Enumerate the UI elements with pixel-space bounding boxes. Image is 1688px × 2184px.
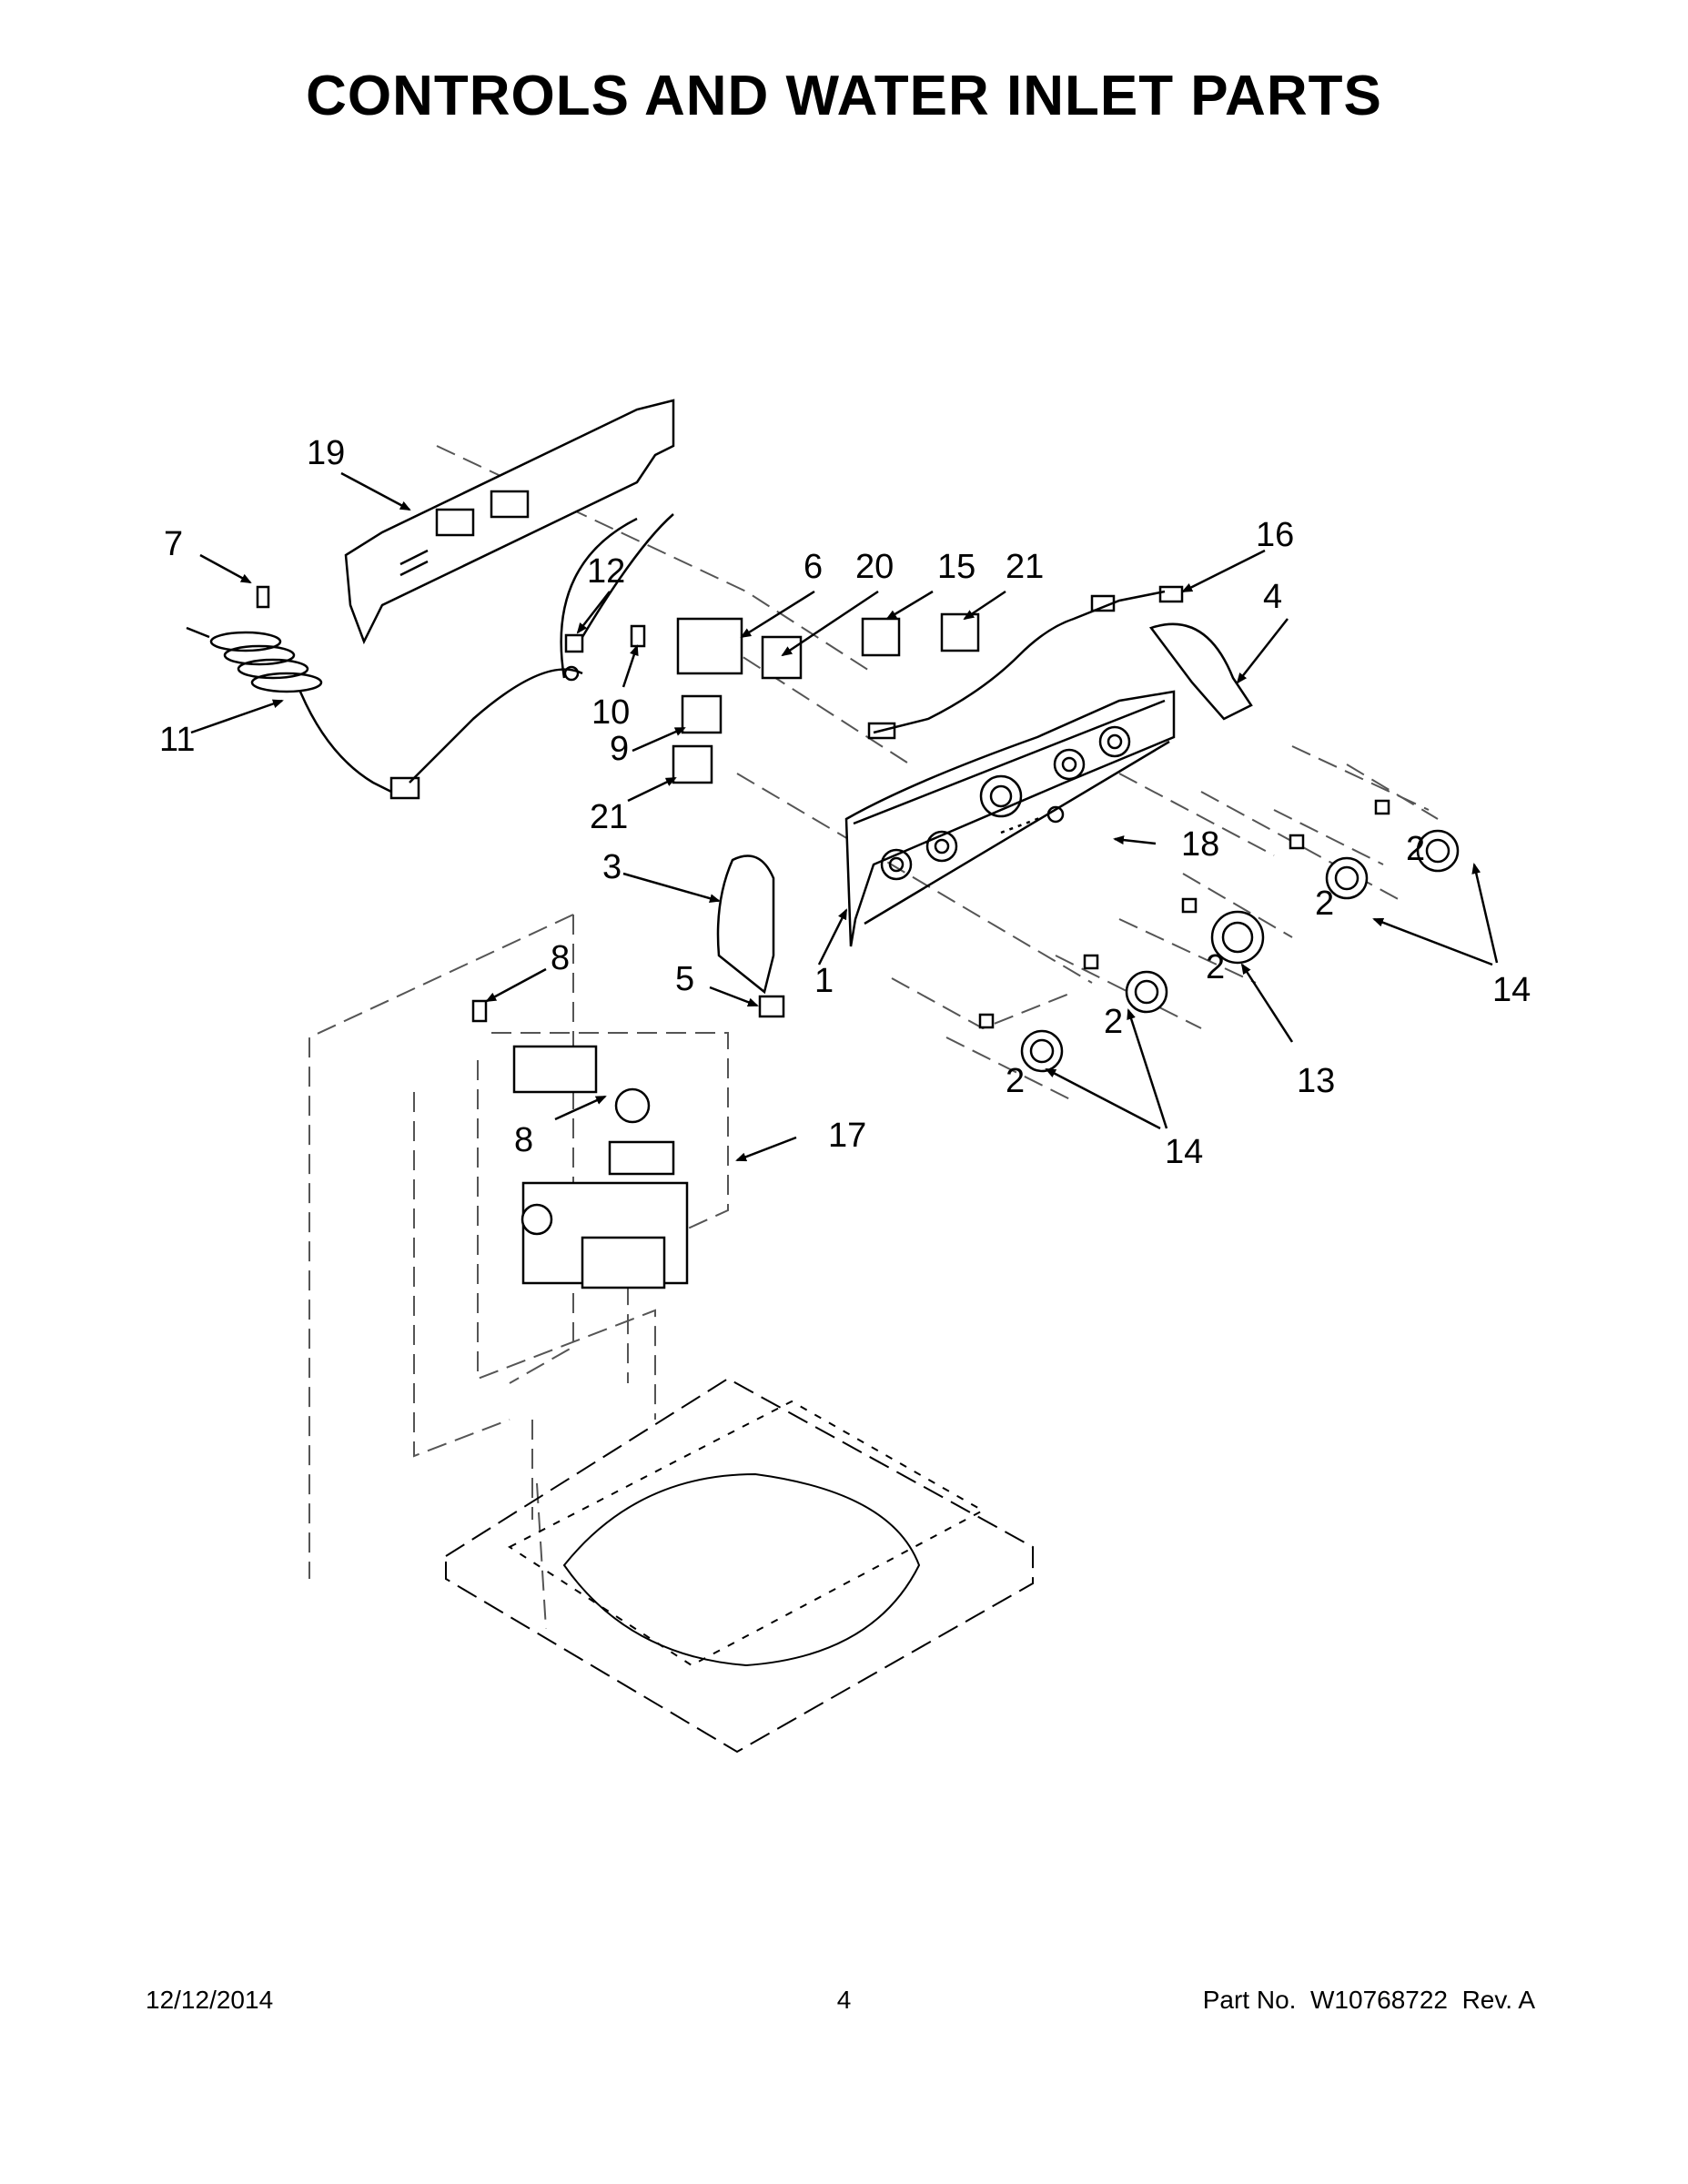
switch-21-upper [940, 612, 980, 652]
part-number: W10768722 [1310, 1986, 1449, 2014]
callout-21-upper: 21 [1006, 548, 1044, 586]
screw-8-upper [256, 585, 270, 609]
callout-2-a: 2 [1406, 830, 1425, 868]
callout-7: 19 [307, 434, 345, 472]
control-console-panel [844, 690, 1176, 947]
callout-20: 20 [855, 548, 894, 586]
end-caps [716, 622, 1253, 1018]
callout-12: 12 [587, 552, 625, 591]
callout-14-right: 14 [1492, 971, 1531, 1009]
callout-11: 11 [159, 721, 195, 759]
callout-1: 1 [814, 962, 834, 1000]
switch-9 [681, 694, 723, 734]
callout-17: 17 [828, 1117, 866, 1155]
switch-20 [761, 635, 803, 680]
callout-14-lower: 14 [1165, 1133, 1203, 1171]
valve-harness-18 [512, 1045, 598, 1094]
part-label: Part No. [1202, 1986, 1297, 2014]
dashed-guide-lines [308, 445, 1439, 1630]
screw-8-lower [471, 999, 488, 1023]
knobs [978, 799, 1460, 1073]
callout-2-e: 2 [1006, 1062, 1025, 1100]
callout-21-lower: 21 [590, 798, 628, 836]
footer-date: 12/12/2014 [146, 1986, 274, 2014]
switch-15 [861, 617, 901, 657]
wire-harness [867, 585, 1184, 740]
page-title: CONTROLS AND WATER INLET PARTS [306, 65, 1382, 127]
callout-19: 18 [1181, 825, 1219, 864]
callout-10: 10 [591, 693, 630, 732]
callout-9: 9 [610, 730, 629, 768]
callout-5: 5 [675, 960, 694, 998]
rev-value: A [1518, 1986, 1535, 2014]
callout-6: 6 [804, 548, 823, 586]
callout-2-c: 2 [1206, 948, 1225, 986]
screw-10 [630, 624, 646, 648]
callout-18: 8 [514, 1121, 533, 1159]
callout-3: 3 [602, 848, 622, 886]
callout-8-lower: 8 [551, 939, 570, 977]
cabinet-top-frame [445, 1377, 1034, 1754]
callout-2-b: 2 [1315, 885, 1334, 923]
callout-4: 4 [1263, 578, 1282, 616]
callout-8-upper: 7 [164, 525, 183, 563]
water-inlet-assembly [512, 1045, 689, 1289]
switch-21-lower [672, 744, 713, 784]
power-cord [186, 513, 674, 800]
rear-console [344, 399, 675, 645]
end-cap-right [1148, 622, 1253, 721]
callout-2-d: 2 [1104, 1003, 1123, 1041]
callout-16: 16 [1256, 516, 1294, 554]
callout-labels: 19 7 12 10 11 6 20 15 21 16 4 9 21 3 8 5… [159, 434, 1531, 1171]
callout-13: 13 [1297, 1062, 1335, 1100]
leader-arrows [190, 471, 1499, 1162]
rev-label: Rev. [1461, 1986, 1513, 2014]
control-switches [256, 585, 980, 1023]
end-cap-left [716, 854, 775, 995]
clip-5 [758, 995, 785, 1018]
footer-part-number: Part No. W10768722 Rev. A [1203, 1986, 1535, 2015]
user-interface-board [676, 617, 743, 675]
footer-page-number: 4 [836, 1986, 852, 2014]
callout-15: 15 [937, 548, 975, 586]
ground-screw-12 [564, 633, 584, 653]
